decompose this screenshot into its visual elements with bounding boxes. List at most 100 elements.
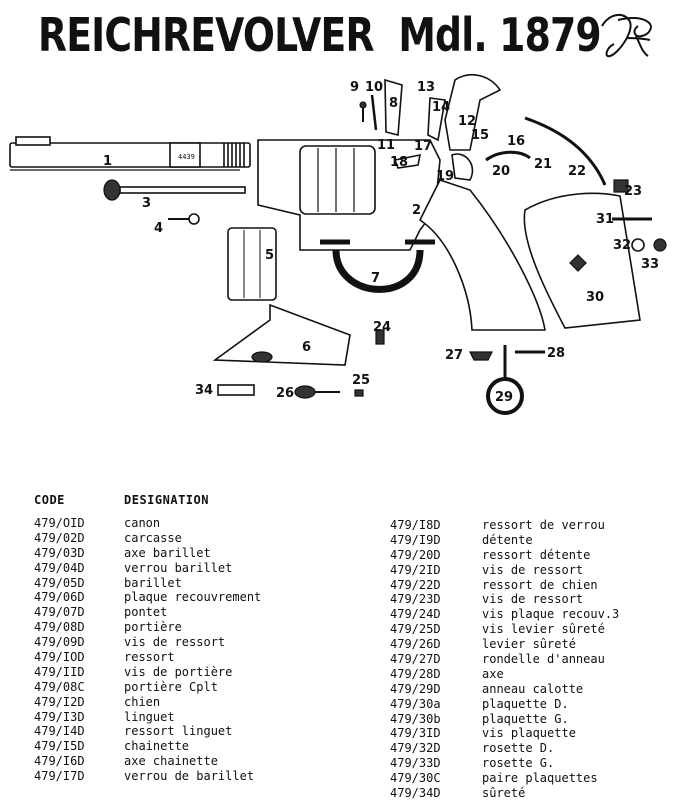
part-row: 479/02D carcasse: [34, 531, 364, 546]
part-designation: vis levier sûreté: [482, 622, 605, 637]
part-code: 479/06D: [34, 590, 85, 605]
label-14: 14: [432, 100, 450, 115]
label-33: 33: [641, 257, 659, 272]
part-code: 479/I8D: [390, 518, 441, 532]
part-code: 479/I3D: [34, 709, 85, 724]
part-code: 479/IOD: [34, 650, 85, 665]
part-code: 479/02D: [34, 530, 85, 545]
part-designation: vis de portière: [124, 664, 233, 679]
label-24: 24: [373, 320, 391, 335]
part-code: 479/2ID: [390, 562, 441, 577]
label-4: 4: [154, 221, 163, 236]
part-designation: rosette D.: [482, 741, 555, 756]
part-designation: ressort: [124, 650, 175, 665]
part-code: 479/I2D: [34, 694, 85, 709]
part-code: 479/I6D: [34, 754, 85, 769]
label-17: 17: [414, 139, 432, 154]
label-21: 21: [534, 157, 552, 172]
part-code: 479/33D: [390, 756, 441, 771]
part-code: 479/23D: [390, 592, 441, 607]
part-code: 479/25D: [390, 622, 441, 637]
part-row: 479/IOD ressort: [34, 650, 364, 665]
part-8-gate: [384, 78, 403, 137]
label-34: 34: [195, 383, 213, 398]
part-designation: sûreté: [482, 786, 526, 801]
part-code: 479/09D: [34, 635, 85, 650]
label-9: 9: [350, 80, 359, 95]
part-designation: vis plaquette: [482, 726, 576, 741]
part-designation: portière: [124, 620, 182, 635]
part-designation: ressort détente: [482, 547, 591, 562]
label-5: 5: [265, 248, 274, 263]
label-20: 20: [492, 164, 510, 179]
part-code: 479/27D: [390, 652, 441, 667]
part-row: 479/IID vis de portière: [34, 665, 364, 680]
label-30: 30: [586, 290, 604, 305]
label-26: 26: [276, 386, 294, 401]
label-10: 10: [365, 80, 383, 95]
part-code: 479/30a: [390, 696, 441, 711]
part-30-grip-plate: [523, 192, 641, 329]
header-code: CODE: [34, 493, 65, 507]
part-designation: carcasse: [124, 530, 182, 545]
part-designation: pontet: [124, 605, 168, 620]
part-designation: verrou barillet: [124, 560, 233, 575]
part-5-cylinder: [227, 227, 277, 301]
part-code: 479/03D: [34, 545, 85, 560]
part-code: 479/I5D: [34, 739, 85, 754]
part-designation: barillet: [124, 575, 182, 590]
small-parts: [217, 94, 667, 415]
part-row: 479/05D barillet: [34, 576, 364, 591]
label-13: 13: [417, 80, 435, 95]
label-3: 3: [142, 196, 151, 211]
part-7-trigger-guard: [320, 239, 435, 293]
label-22: 22: [568, 164, 586, 179]
part-designation: plaque recouvrement: [124, 590, 262, 605]
part-4-pin: [168, 213, 200, 225]
part-code: 479/28D: [390, 666, 441, 681]
part-code: 479/20D: [390, 547, 441, 562]
label-18: 18: [390, 155, 408, 170]
part-designation: détente: [482, 532, 533, 547]
label-27: 27: [445, 348, 463, 363]
label-29: 29: [495, 390, 513, 405]
label-16: 16: [507, 134, 525, 149]
part-code: 479/IID: [34, 664, 85, 679]
part-designation: anneau calotte: [482, 681, 584, 696]
label-31: 31: [596, 212, 614, 227]
part-code: 479/32D: [390, 741, 441, 756]
exploded-view-diagram: 1 2 3 4 5 6 7 8 9 10 11 12 13 14 15 16 1…: [9, 74, 667, 415]
part-designation: plaquette G.: [482, 711, 569, 726]
label-6: 6: [302, 340, 311, 355]
part-2-frame: [257, 139, 546, 331]
part-designation: verrou de barillet: [124, 769, 255, 784]
label-15: 15: [471, 128, 489, 143]
monogram-signature-icon: [601, 14, 652, 58]
part-code: 479/05D: [34, 575, 85, 590]
label-1: 1: [103, 154, 112, 169]
part-row: 479/06D plaque recouvrement: [34, 590, 364, 605]
part-designation: axe chainette: [124, 754, 218, 769]
part-designation: rosette G.: [482, 756, 555, 771]
part-code: 479/30C: [390, 771, 441, 786]
part-row: 479/33D rosette G.: [390, 756, 690, 771]
part-code: 479/24D: [390, 607, 441, 622]
part-designation: ressort de chien: [482, 577, 598, 592]
part-3-axis: [103, 179, 246, 201]
label-32: 32: [613, 238, 631, 253]
